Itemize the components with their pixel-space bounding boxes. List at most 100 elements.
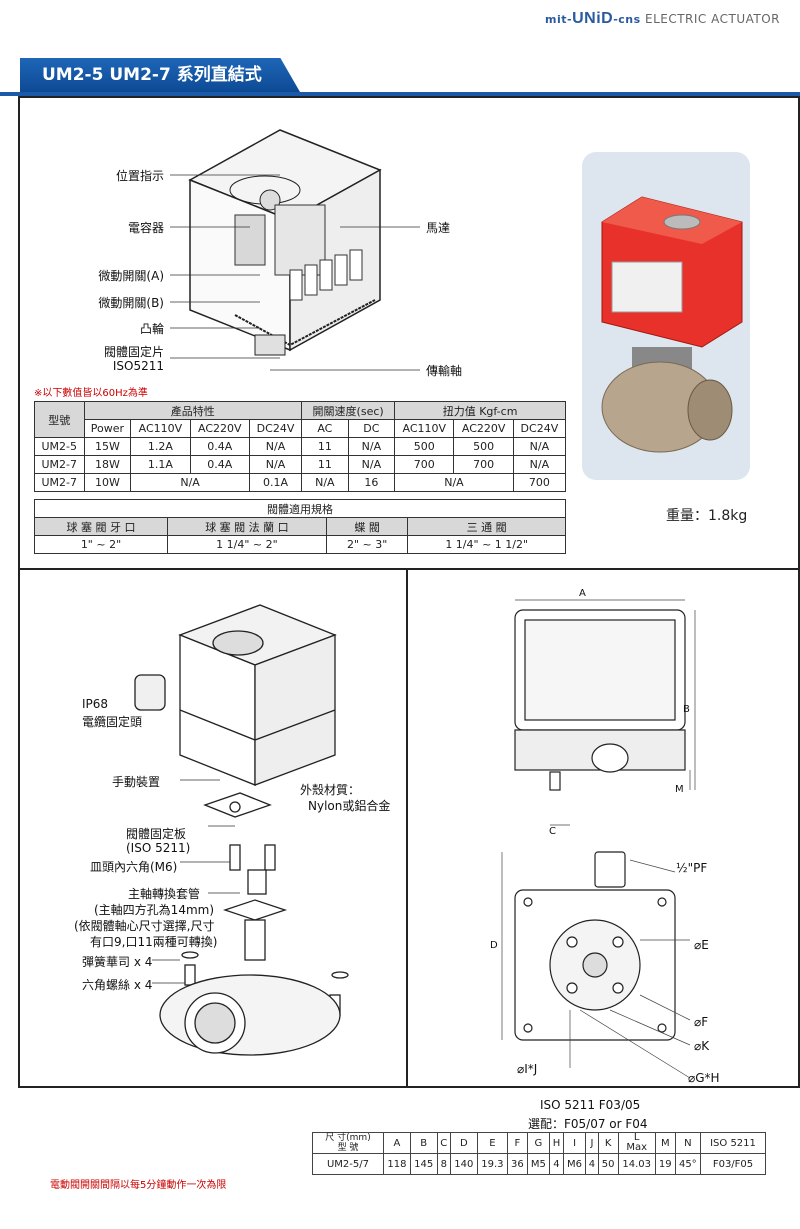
spec-sub-header: DC24V xyxy=(248,419,303,438)
dim-value: 14.03 xyxy=(617,1153,656,1175)
valve-spec-value: 2" ~ 3" xyxy=(325,535,409,554)
note-60hz: ※以下數值皆以60Hz為準 xyxy=(34,388,148,399)
valve-spec-value: 1 1/4" ~ 1 1/2" xyxy=(407,535,566,554)
cell: N/A xyxy=(130,473,250,492)
dim-label-pf: ½"PF xyxy=(676,861,708,875)
cell: 0.4A xyxy=(189,455,250,474)
brand-logo: UNiD xyxy=(572,10,614,27)
product-photo xyxy=(582,152,750,480)
dim-label-gh: ⌀G*H xyxy=(688,1071,720,1085)
label-motor: 馬達 xyxy=(426,221,451,235)
optional-note: 選配：F05/07 or F04 xyxy=(528,1117,648,1131)
cell: 11 xyxy=(301,437,349,456)
weight: 重量：1.8kg xyxy=(666,508,748,524)
spec-sub-header: AC220V xyxy=(189,419,250,438)
dim-corner: 尺 寸(mm)型 號 xyxy=(312,1132,384,1154)
spec-sub-header: AC110V xyxy=(394,419,455,438)
dim-col-l-label: L xyxy=(633,1132,640,1143)
spec-sub-header: Power xyxy=(83,419,132,438)
dim-col: H xyxy=(548,1132,564,1154)
dim-value: 45° xyxy=(674,1153,702,1175)
dim-col: J xyxy=(585,1132,599,1154)
valve-spec-table: 閥體適用規格 球 塞 閥 牙 口 球 塞 閥 法 蘭 口 蝶 閥 三 通 閥 1… xyxy=(34,499,566,554)
dim-label-m: M xyxy=(675,784,684,795)
label-shell-material-1: 外殼材質： xyxy=(300,783,361,797)
label-sleeve-3: (依閥體軸心尺寸選擇,尺寸 xyxy=(74,919,215,933)
valve-spec-header: 球 塞 閥 牙 口 xyxy=(34,517,168,536)
dim-col: B xyxy=(409,1132,438,1154)
cell: 500 xyxy=(453,437,514,456)
label-iso5211: ISO5211 xyxy=(112,359,164,373)
valve-spec-value: 1 1/4" ~ 2" xyxy=(166,535,327,554)
dim-value: 8 xyxy=(436,1153,451,1175)
label-microswitch-a: 微動開關(A) xyxy=(98,269,164,283)
dim-col: M xyxy=(654,1132,676,1154)
label-spring-washer: 彈簧華司 x 4 xyxy=(82,955,153,969)
dim-label-f: ⌀F xyxy=(694,1015,709,1029)
label-ip68: IP68 xyxy=(82,697,109,711)
label-sleeve-4: 有口9,口11兩種可轉換) xyxy=(90,935,218,949)
spec-sub-header: AC110V xyxy=(130,419,191,438)
brand-tagline: ELECTRIC ACTUATOR xyxy=(644,12,780,26)
label-transmission-shaft: 傳輸軸 xyxy=(426,364,463,378)
label-hex-bolt: 六角螺絲 x 4 xyxy=(82,978,153,992)
cell: 18W xyxy=(83,455,132,474)
brand: mit-UNiD-cns ELECTRIC ACTUATOR xyxy=(545,10,780,28)
label-mounting-plate: 閥體固定板 xyxy=(126,827,187,841)
cell: N/A xyxy=(301,473,349,492)
dim-col: A xyxy=(383,1132,411,1154)
cell: 0.1A xyxy=(248,473,303,492)
exploded-drawing xyxy=(134,604,349,1056)
label-sleeve-1: 主軸轉換套管 xyxy=(128,887,201,901)
dim-label-a: A xyxy=(579,588,586,599)
cell: UM2-7 xyxy=(34,473,85,492)
dim-value: 145 xyxy=(409,1153,438,1175)
exploded-leaders xyxy=(152,779,240,984)
spec-sub-header: DC xyxy=(347,419,396,438)
valve-spec-header: 球 塞 閥 法 蘭 口 xyxy=(166,517,327,536)
brand-suffix: -cns xyxy=(613,13,641,26)
dim-label-k: ⌀K xyxy=(694,1039,710,1053)
dim-corner-top: 尺 寸 xyxy=(325,1133,347,1143)
table-row: UM2-5/7 118 145 8 140 19.3 36 M5 4 M6 4 … xyxy=(312,1153,766,1175)
dim-corner-bottom: 型 號 xyxy=(337,1143,359,1153)
label-m6-screw: 皿頭內六角(M6) xyxy=(90,860,178,874)
cell: 500 xyxy=(394,437,455,456)
dimension-drawing xyxy=(501,599,696,1079)
spec-model-header: 型號 xyxy=(34,401,85,438)
dim-label-e: ⌀E xyxy=(694,938,709,952)
dim-value: 140 xyxy=(449,1153,478,1175)
dim-model: UM2-5/7 xyxy=(312,1153,384,1175)
dim-col: C xyxy=(436,1132,451,1154)
spec-torque-header: 扭力值 Kgf-cm xyxy=(394,401,566,420)
cell: N/A xyxy=(512,455,567,474)
label-manual-override: 手動裝置 xyxy=(112,775,161,789)
label-microswitch-b: 微動開關(B) xyxy=(98,296,164,310)
label-mounting-plate-iso: (ISO 5211) xyxy=(126,841,191,855)
label-cam: 凸輪 xyxy=(139,322,164,336)
cell: N/A xyxy=(347,437,396,456)
cell: N/A xyxy=(248,437,303,456)
actuator-photo-illustration xyxy=(601,196,743,453)
dim-label-ij: ⌀I*J xyxy=(517,1062,538,1076)
footer-note: 電動閥開關間隔以每5分鐘動作一次為限 xyxy=(50,1180,227,1191)
cell: 0.4A xyxy=(189,437,250,456)
spec-table: 型號 產品特性 開關速度(sec) 扭力值 Kgf-cm Power AC110… xyxy=(34,401,567,492)
spec-sub-header: AC220V xyxy=(453,419,514,438)
label-mounting-plate: 閥體固定片 xyxy=(103,345,164,359)
cell: 10W xyxy=(83,473,132,492)
label-shell-material-2: Nylon或鋁合金 xyxy=(308,799,391,813)
label-cable-gland: 電纜固定頭 xyxy=(82,715,143,729)
dim-col: K xyxy=(597,1132,619,1154)
dim-label-c: C xyxy=(549,826,556,837)
label-sleeve-2: (主軸四方孔為14mm) xyxy=(94,903,215,917)
valve-spec-title: 閥體適用規格 xyxy=(34,499,566,518)
dim-label-d: D xyxy=(490,940,498,951)
valve-spec-value: 1" ~ 2" xyxy=(34,535,168,554)
table-row: UM2-7 10W N/A 0.1A N/A 16 N/A 700 xyxy=(34,473,567,492)
dim-value: F03/F05 xyxy=(700,1153,766,1175)
